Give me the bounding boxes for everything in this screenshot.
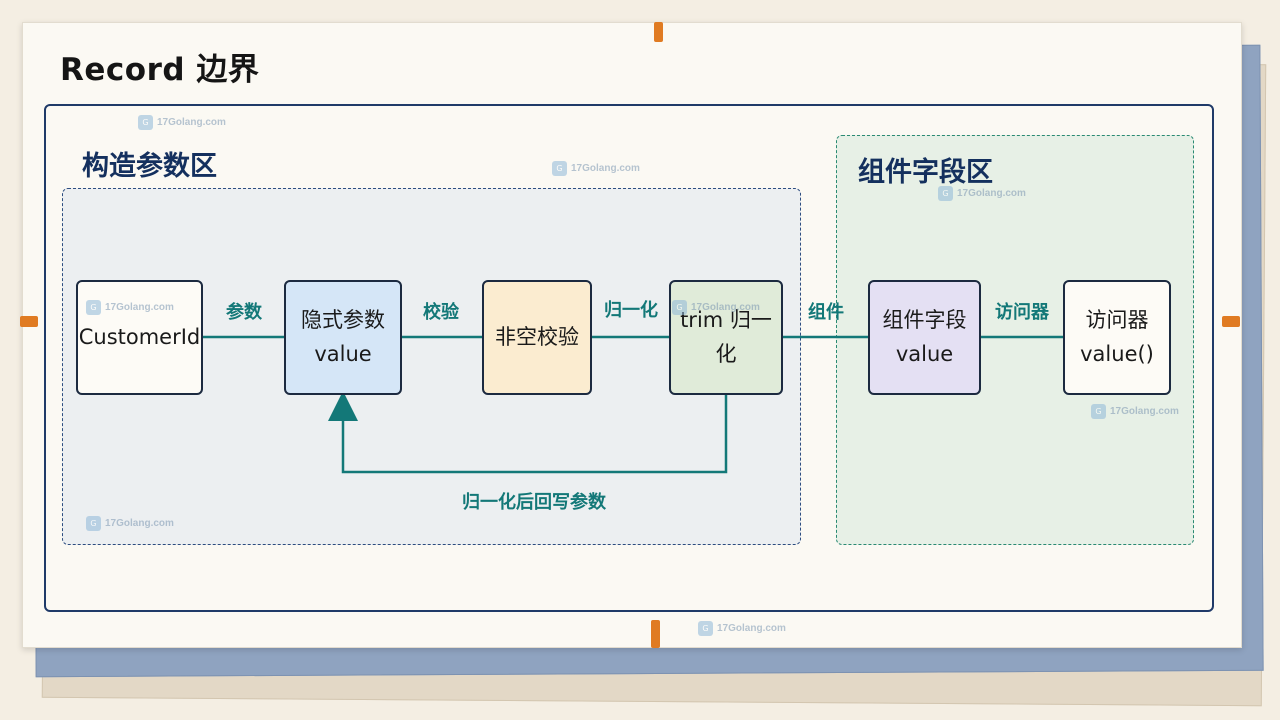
edge-label-writeback: 归一化后回写参数 bbox=[462, 492, 606, 513]
page-title: Record 边界 bbox=[60, 52, 260, 88]
node-text-line: value bbox=[314, 341, 372, 366]
record-boundary-frame bbox=[44, 104, 1214, 612]
node-text-line: 访问器 bbox=[1085, 307, 1149, 332]
constructor-zone-label: 构造参数区 bbox=[82, 151, 217, 182]
node-accessor: 访问器 value() bbox=[1063, 280, 1171, 395]
edge-line-writeback bbox=[328, 391, 728, 474]
edge-label-component: 组件 bbox=[808, 302, 844, 323]
watermark-logo-icon: G bbox=[672, 300, 687, 315]
watermark-logo-icon: G bbox=[938, 186, 953, 201]
watermark-logo-icon: G bbox=[86, 516, 101, 531]
node-text-line: CustomerId bbox=[78, 324, 201, 349]
watermark-logo-icon: G bbox=[1091, 404, 1106, 419]
node-text-line: value bbox=[895, 341, 954, 366]
watermark-logo-icon: G bbox=[138, 115, 153, 130]
component-zone-label: 组件字段区 bbox=[858, 157, 993, 188]
node-text-line: value() bbox=[1080, 341, 1154, 366]
edge-label-params: 参数 bbox=[226, 302, 262, 323]
node-component-field: 组件字段 value bbox=[868, 280, 981, 395]
edge-label-validate: 校验 bbox=[423, 302, 459, 323]
top-tick-mark bbox=[654, 22, 663, 42]
edge-label-accessor: 访问器 bbox=[995, 302, 1049, 323]
watermark-logo-icon: G bbox=[698, 621, 713, 636]
watermark-logo-icon: G bbox=[552, 161, 567, 176]
watermark-logo-icon: G bbox=[86, 300, 101, 315]
node-text-line: 隐式参数 bbox=[301, 307, 385, 332]
node-text-line: 非空校验 bbox=[495, 324, 579, 349]
node-implicit-param: 隐式参数 value bbox=[284, 280, 402, 395]
node-text-line: trim 归一化 bbox=[680, 307, 772, 366]
node-customer-id: CustomerId bbox=[76, 280, 203, 395]
left-tick-mark bbox=[20, 316, 38, 327]
bottom-tick-mark bbox=[651, 620, 660, 648]
node-nonnull-check: 非空校验 bbox=[482, 280, 592, 395]
edge-label-normalize: 归一化 bbox=[604, 300, 658, 321]
right-tick-mark bbox=[1222, 316, 1240, 327]
node-text-line: 组件字段 bbox=[882, 307, 967, 332]
paper-sheet bbox=[22, 22, 1242, 648]
node-trim-normalize: trim 归一化 bbox=[669, 280, 783, 395]
